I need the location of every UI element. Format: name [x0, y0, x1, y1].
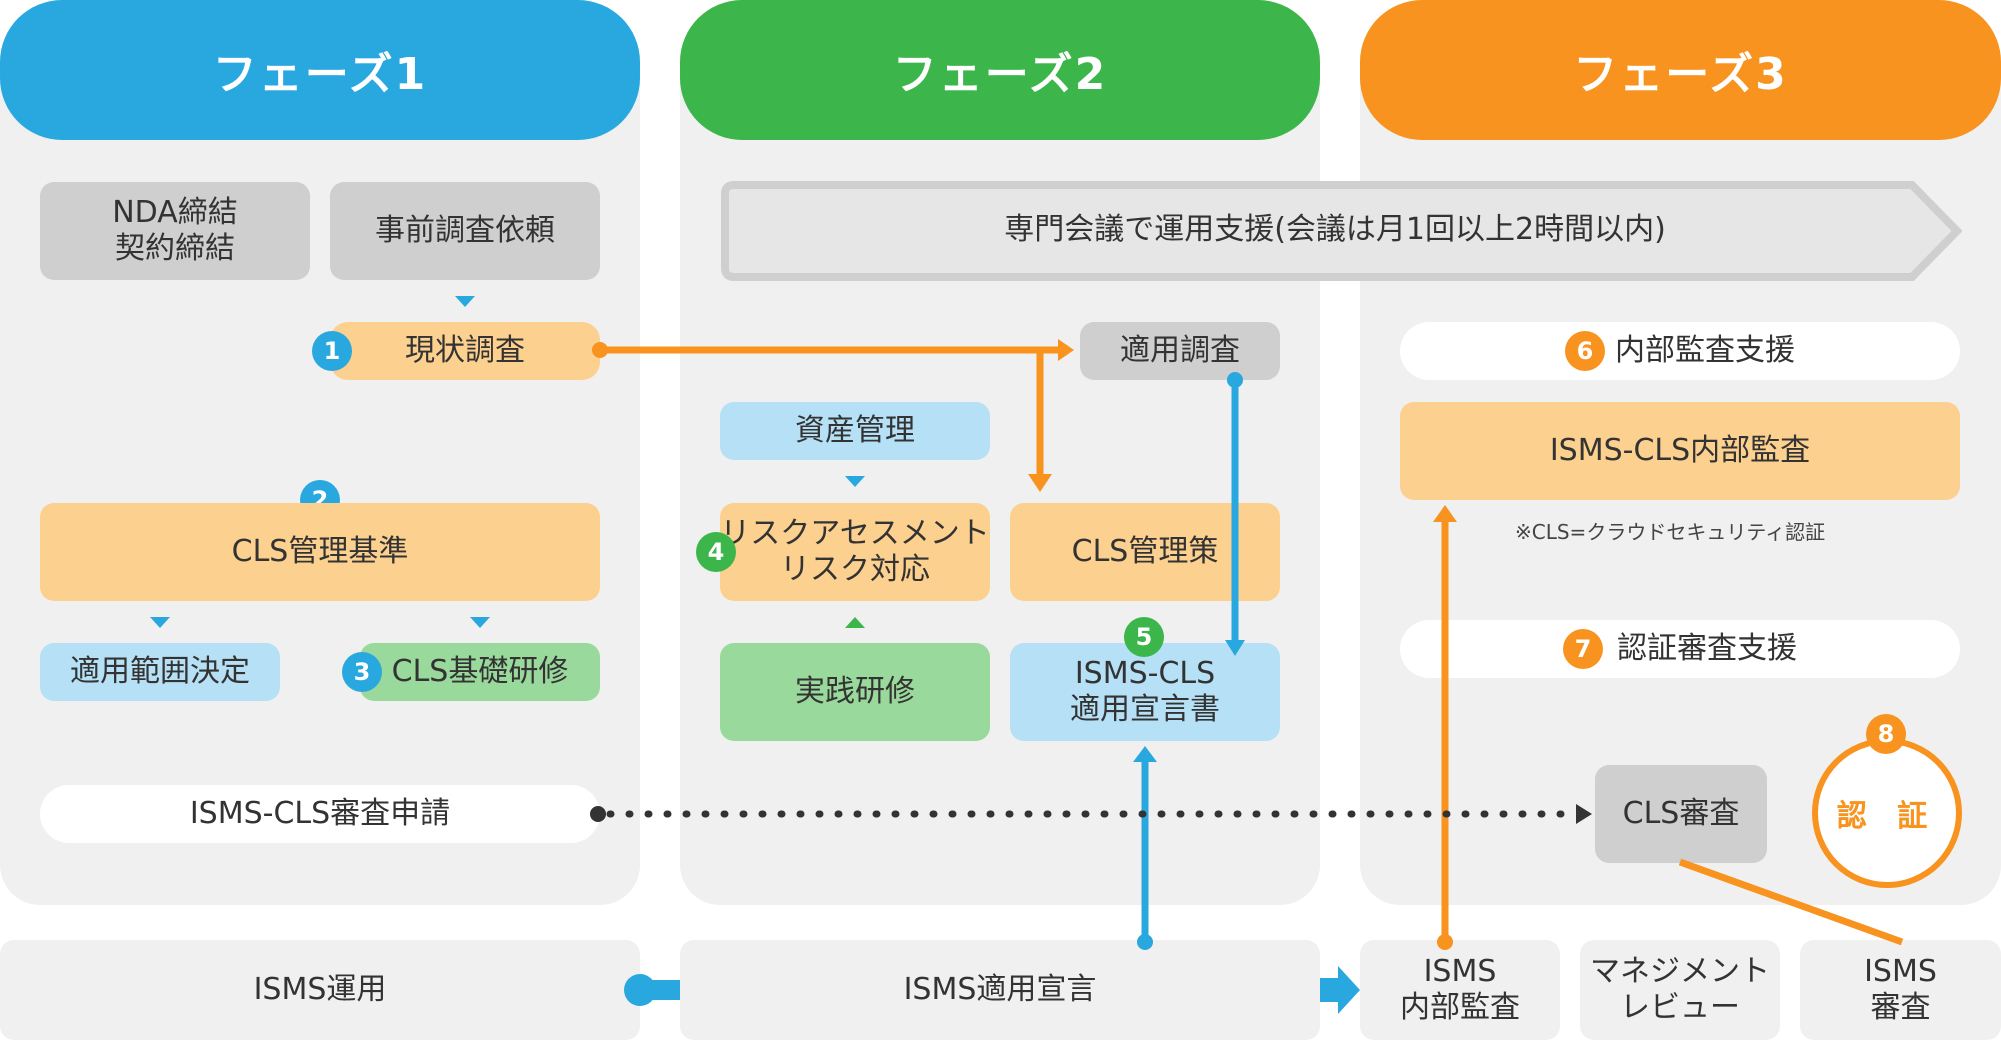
- certification-label: 認 証: [1836, 799, 1938, 834]
- isms-operation-box: ISMS運用: [0, 940, 640, 1040]
- pre-survey-box: 事前調査依頼: [330, 182, 600, 280]
- applicability-survey-box: 適用調査: [1080, 322, 1280, 380]
- risk-box: リスクアセスメント リスク対応: [720, 503, 990, 601]
- cls-controls-box: CLS管理策: [1010, 503, 1280, 601]
- isms-soa-bottom-box: ISMS適用宣言: [680, 940, 1320, 1040]
- nda-line2: 契約締結: [115, 231, 235, 266]
- badge-1: 1: [312, 331, 352, 371]
- soa-line2: 適用宣言書: [1070, 692, 1220, 727]
- risk-line1: リスクアセスメント: [720, 516, 990, 551]
- cls-note: ※CLS=クラウドセキュリティ認証: [1515, 520, 1826, 544]
- soa-box: ISMS-CLS 適用宣言書: [1010, 643, 1280, 741]
- internal-audit-support-box: 6 内部監査支援: [1400, 322, 1960, 380]
- practical-training-box: 実践研修: [720, 643, 990, 741]
- arrow-standard-to-training: [470, 617, 490, 628]
- management-review-box: マネジメント レビュー: [1580, 940, 1780, 1040]
- badge-6: 6: [1565, 331, 1605, 371]
- isms-internal-line1: ISMS: [1423, 954, 1497, 989]
- mgmt-review-line2: レビュー: [1620, 990, 1740, 1025]
- phase2-column: [680, 40, 1320, 905]
- badge-3: 3: [342, 652, 382, 692]
- current-survey-box: 現状調査: [330, 322, 600, 380]
- nda-contract-box: NDA締結 契約締結: [40, 182, 310, 280]
- isms-audit-line2: 審査: [1870, 990, 1931, 1025]
- mgmt-review-line1: マネジメント: [1590, 954, 1770, 989]
- internal-audit-support-label: 内部監査支援: [1615, 333, 1795, 368]
- phase1-header: フェーズ1: [0, 0, 640, 140]
- phase3-header: フェーズ3: [1360, 0, 2001, 140]
- nda-line1: NDA締結: [112, 195, 238, 230]
- expert-meeting-label: 専門会議で運用支援(会議は月1回以上2時間以内): [1004, 212, 1666, 247]
- arrow-pre-to-current: [455, 296, 475, 307]
- arrow-asset-to-risk: [845, 476, 865, 487]
- soa-line1: ISMS-CLS: [1074, 656, 1216, 691]
- phase1-column: [0, 40, 640, 905]
- cls-standard-box: CLS管理基準: [40, 503, 600, 601]
- isms-internal-line2: 内部監査: [1400, 990, 1520, 1025]
- risk-line2: リスク対応: [780, 552, 930, 587]
- badge-4: 4: [696, 532, 736, 572]
- badge-8: 8: [1866, 714, 1906, 754]
- expert-meeting-arrow-shape: [721, 181, 1962, 281]
- scope-decision-box: 適用範囲決定: [40, 643, 280, 701]
- isms-cls-internal-audit-box: ISMS-CLS内部監査: [1400, 402, 1960, 500]
- isms-audit-line1: ISMS: [1864, 954, 1937, 989]
- arrow-standard-to-scope: [150, 617, 170, 628]
- cert-audit-support-label: 認証審査支援: [1617, 631, 1797, 666]
- cls-basic-training-box: CLS基礎研修: [360, 643, 600, 701]
- phase2-header: フェーズ2: [680, 0, 1320, 140]
- certification-circle: 認 証: [1812, 738, 1962, 888]
- asset-management-box: 資産管理: [720, 402, 990, 460]
- arrow-training-to-risk: [845, 617, 865, 628]
- isms-internal-audit-box: ISMS 内部監査: [1360, 940, 1560, 1040]
- badge-5: 5: [1124, 617, 1164, 657]
- badge-7: 7: [1563, 629, 1603, 669]
- connector-soa-to-internal: [1320, 966, 1360, 1014]
- isms-cls-application-box: ISMS-CLS審査申請: [40, 785, 600, 843]
- isms-audit-box: ISMS 審査: [1800, 940, 2001, 1040]
- cert-audit-support-box: 7 認証審査支援: [1400, 620, 1960, 678]
- cls-audit-box: CLS審査: [1595, 765, 1767, 863]
